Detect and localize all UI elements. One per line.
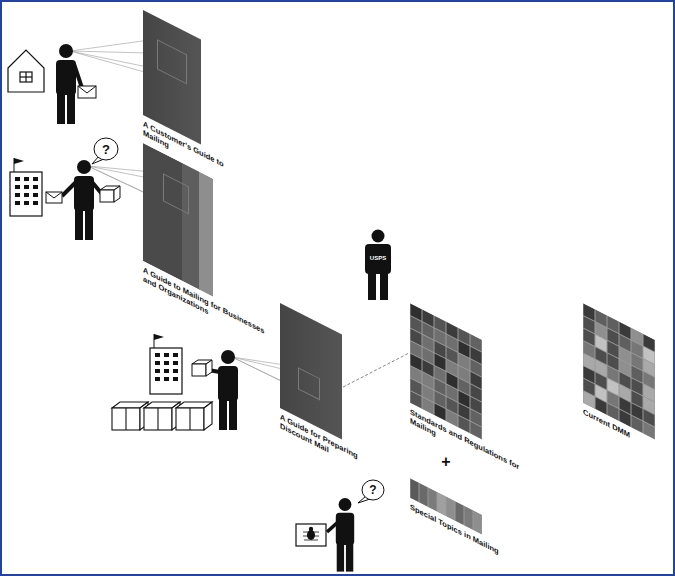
office-building [10,158,42,216]
grid-cell [471,422,482,439]
dmm-grid: Current DMM [583,303,649,450]
arm [327,522,338,532]
grid-cell [474,511,482,534]
grid-cell [620,410,631,427]
envelope-icon [78,86,96,98]
envelope-icon [46,192,62,203]
arm [62,182,76,196]
grid-cell [456,502,464,525]
grid-cell [465,506,473,529]
grid-cell [447,497,455,520]
standards-grid: Standards and Regulations for Mailing [410,303,525,484]
grid-cell [438,493,446,516]
grid-cell [596,397,607,414]
grid-cell [644,422,655,439]
figure-label: USPS [370,255,386,261]
panel-band [143,143,182,281]
plus-sign: + [441,454,450,470]
office-building [150,334,182,394]
grid-cell [459,416,470,433]
view-frame [298,367,320,400]
house-icon [8,50,44,92]
question-mark: ? [102,143,110,156]
customer-figure [56,44,76,124]
grid-cell [411,391,422,408]
panel-band [199,172,213,297]
grid-cell [608,403,619,420]
parcel-icon [192,360,212,376]
guide-panel: A Guide for Preparing Discount Mail [280,303,380,482]
grid-cell [584,391,595,408]
question-mark: ? [369,484,376,496]
speech-bubble [358,480,384,503]
grid-cell [632,416,643,433]
arm [74,64,82,88]
computer-icon [296,524,326,546]
usps-figure [365,230,391,301]
parcel-icon [100,186,120,202]
grid-cell [447,410,458,427]
business-figure [74,160,94,240]
topics-strip: Special Topics in Mailing [410,478,520,567]
panel-band [182,163,200,290]
speech-bubble [92,138,118,164]
researcher-figure [336,498,354,572]
grid-cell [423,397,434,414]
guide-panel: A Guide to Mailing for Businesses and Or… [143,143,273,350]
parcel-stack [112,402,212,430]
grid-cell [435,403,446,420]
grid-cell [429,488,437,511]
view-frame [157,39,187,84]
grid-cell [411,479,419,502]
preparer-figure [218,350,238,430]
grid-cell [420,483,428,506]
projection-connector [343,353,409,387]
